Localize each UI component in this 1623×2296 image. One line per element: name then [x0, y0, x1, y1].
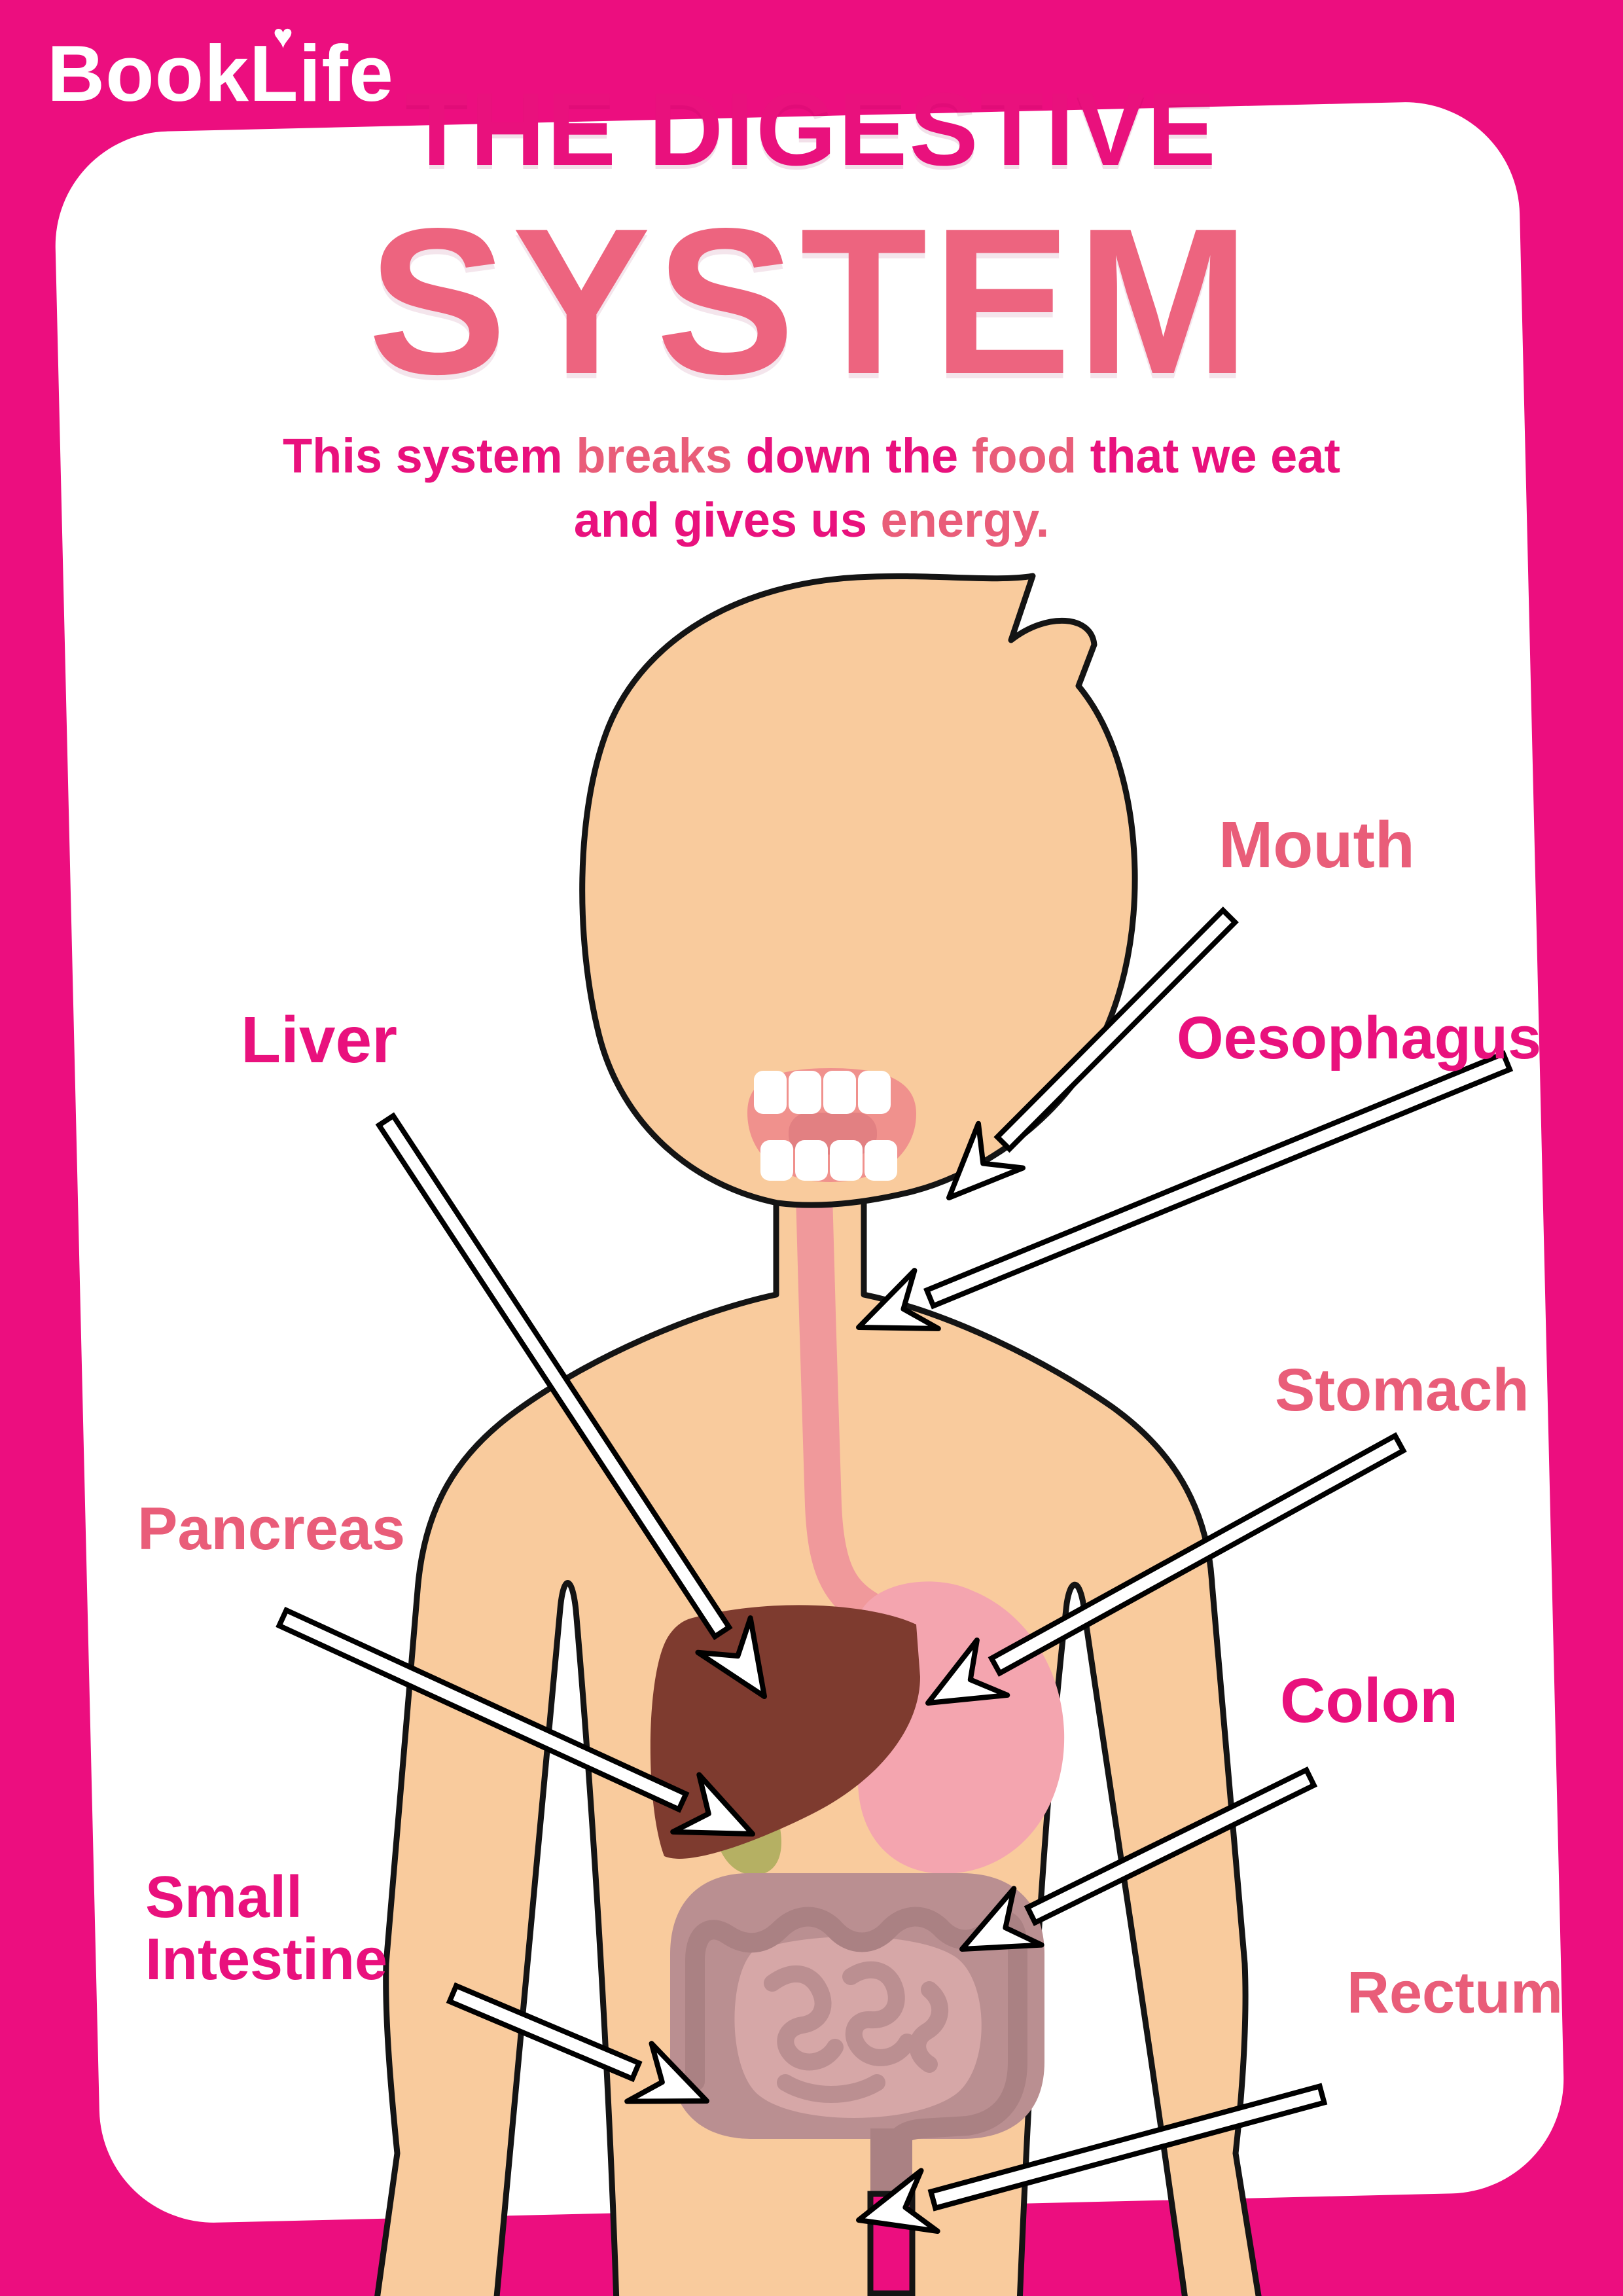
heart-icon: ♥	[273, 18, 294, 56]
subtitle-word: we	[1192, 429, 1257, 483]
arrow-rectum	[856, 2083, 1328, 2234]
mouth	[747, 1068, 916, 1182]
intestine-squiggles	[764, 1961, 948, 2103]
subtitle-word: energy.	[880, 492, 1050, 547]
subtitle-word: food	[971, 429, 1077, 483]
poster-title-line2: SYSTEM	[368, 185, 1255, 418]
booklife-logo: BookLife ♥	[47, 18, 394, 119]
arrow-oesophagus	[856, 1050, 1514, 1331]
colon-tube-line	[685, 1907, 1027, 2161]
subtitle-word: the	[885, 429, 959, 483]
poster-subtitle: This system breaks down the food that we…	[92, 424, 1531, 552]
upper-teeth	[754, 1071, 891, 1114]
subtitle-word: gives	[673, 492, 798, 547]
lower-teeth	[760, 1140, 897, 1181]
subtitle-word: and	[573, 492, 660, 547]
oesophagus-tube	[795, 1153, 885, 1627]
booklife-logo-text: BookLife	[47, 29, 394, 118]
poster-title-line1: THE DIGESTIVE	[405, 72, 1218, 187]
arrow-small-intestine	[446, 1982, 709, 2104]
subtitle-word: that	[1090, 429, 1179, 483]
pointer-arrows	[276, 906, 1514, 2234]
subtitle-line: and gives us energy.	[92, 488, 1531, 552]
arrow-mouth	[946, 906, 1239, 1200]
arrow-pancreas	[276, 1606, 755, 1837]
subtitle-word: us	[810, 492, 867, 547]
subtitle-word: This	[282, 429, 383, 483]
subtitle-word: system	[395, 429, 563, 483]
subtitle-line: This system breaks down the food that we…	[92, 424, 1531, 488]
arrow-stomach	[925, 1432, 1407, 1706]
subtitle-word: down	[745, 429, 872, 483]
subtitle-word: breaks	[576, 429, 732, 483]
arrow-liver	[375, 1112, 767, 1699]
subtitle-word: eat	[1270, 429, 1341, 483]
arrow-colon	[959, 1766, 1318, 1952]
